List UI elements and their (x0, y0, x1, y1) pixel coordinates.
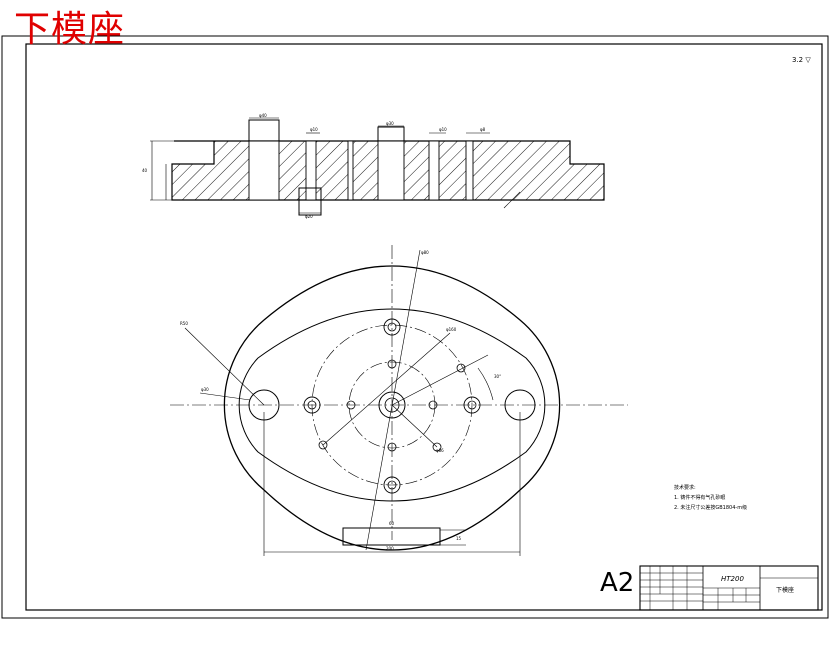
svg-text:φ160: φ160 (446, 327, 457, 332)
svg-text:φ8: φ8 (480, 127, 486, 132)
center-bore (377, 140, 405, 201)
inner-border (25, 43, 823, 611)
title-block (639, 565, 819, 611)
svg-text:φ40: φ40 (259, 113, 267, 118)
svg-text:R50: R50 (180, 321, 188, 326)
bolt-circle (311, 324, 473, 486)
guide-bore-left (248, 140, 280, 201)
svg-text:40: 40 (142, 168, 148, 173)
tech-req-item-1: 1. 铸件不得有气孔砂眼 (674, 494, 725, 501)
sheet-format-label: A2 (600, 568, 634, 598)
counterbore (298, 187, 322, 216)
svg-text:φ80: φ80 (421, 250, 429, 255)
center-hole (378, 391, 406, 419)
outer-border (1, 35, 829, 619)
drawing-caption: 下模座 (14, 9, 126, 50)
diameter-leader (365, 249, 421, 551)
svg-text:30°: 30° (494, 374, 501, 379)
material-label: HT200 (721, 575, 744, 583)
part-name-label: 下模座 (776, 586, 794, 594)
screw-hole-1 (347, 140, 354, 201)
svg-text:φ86: φ86 (436, 448, 444, 453)
section-view: φ40 φ30 φ10 φ10 φ8 φ20 40 (142, 113, 605, 219)
bottom-slot (342, 527, 441, 546)
svg-text:φ30: φ30 (201, 387, 209, 392)
svg-text:200: 200 (386, 546, 394, 551)
plan-view: R50 φ30 φ80 φ160 30° φ86 60 200 15 (170, 245, 628, 556)
svg-text:15: 15 (456, 536, 462, 541)
svg-text:φ30: φ30 (386, 121, 394, 126)
roughness-mark: 3.2 ▽ (792, 56, 811, 64)
pin-circle (348, 361, 436, 449)
center-boss (377, 126, 405, 142)
pin-hole-2 (428, 140, 440, 201)
svg-text:60: 60 (389, 521, 395, 526)
left-boss (248, 119, 280, 142)
svg-text:φ20: φ20 (305, 214, 313, 219)
svg-text:φ10: φ10 (310, 127, 318, 132)
pocket-outline (238, 308, 546, 502)
svg-text:φ10: φ10 (439, 127, 447, 132)
tech-req-title: 技术要求: (674, 484, 696, 491)
pin-hole-1 (305, 140, 317, 201)
leader-left (184, 327, 265, 406)
tech-req-item-2: 2. 未注尺寸公差按GB1804-m级 (674, 504, 747, 511)
technical-requirements: 技术要求: 1. 铸件不得有气孔砂眼 2. 未注尺寸公差按GB1804-m级 (674, 484, 747, 511)
screw-hole-2 (465, 140, 474, 201)
